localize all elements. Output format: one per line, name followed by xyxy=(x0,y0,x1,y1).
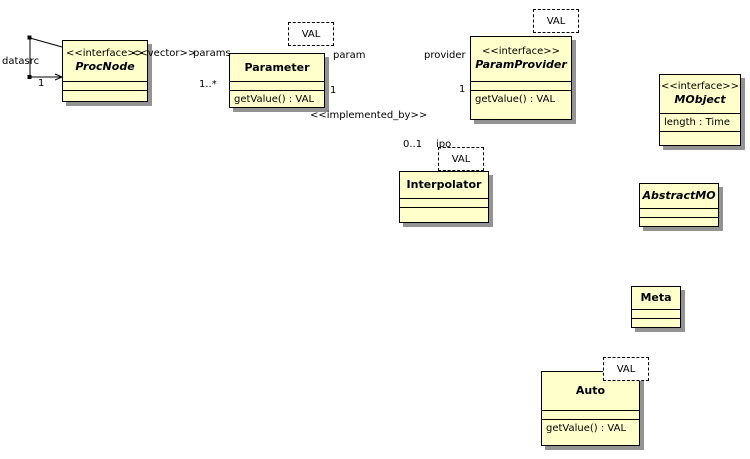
class-header-paramprovider: <<interface>> ParamProvider xyxy=(471,37,571,81)
edge-label-param-multiplicity: 1 xyxy=(330,85,337,96)
class-name: Parameter xyxy=(244,60,310,74)
edge-label-params: params xyxy=(193,48,231,59)
class-operations-compartment: getValue() : VAL xyxy=(542,419,639,437)
edge-label-ipo-multiplicity: 0..1 xyxy=(403,139,423,150)
class-operations-compartment xyxy=(63,90,147,99)
class-node-parameter[interactable]: Parameter getValue() : VAL xyxy=(229,53,325,108)
template-parameter-auto: VAL xyxy=(603,357,649,381)
class-operations-compartment xyxy=(632,318,680,327)
class-node-procnode[interactable]: <<interface>> ProcNode xyxy=(62,40,148,102)
template-parameter-parameter: VAL xyxy=(288,22,334,46)
class-header-parameter: Parameter xyxy=(230,54,324,81)
class-name: ProcNode xyxy=(75,60,135,73)
class-attributes-compartment xyxy=(471,81,571,90)
class-attributes-compartment xyxy=(63,81,147,90)
class-name: Auto xyxy=(575,384,606,397)
class-attributes-compartment: length : Time xyxy=(660,113,740,131)
class-stereotype: <<interface>> xyxy=(660,81,740,92)
class-node-meta[interactable]: Meta xyxy=(631,286,681,328)
edge-label-vector-stereotype: <<vector>> xyxy=(131,48,197,59)
class-header-procnode: <<interface>> ProcNode xyxy=(63,41,147,81)
class-attributes-compartment xyxy=(542,410,639,419)
class-name: Meta xyxy=(640,291,672,304)
class-node-abstractmo[interactable]: AbstractMO xyxy=(639,183,719,227)
class-name: MObject xyxy=(674,93,726,106)
class-attributes-compartment xyxy=(632,309,680,318)
class-stereotype: <<interface>> xyxy=(481,46,561,57)
class-header-abstractmo: AbstractMO xyxy=(640,184,718,208)
class-name: Interpolator xyxy=(406,178,482,191)
class-node-paramprovider[interactable]: <<interface>> ParamProvider getValue() :… xyxy=(470,36,572,120)
class-operations-compartment xyxy=(660,131,740,140)
edge-label-ipo: ipo xyxy=(436,139,452,150)
edge-label-implemented-by: <<implemented_by>> xyxy=(310,110,428,121)
class-node-interpolator[interactable]: Interpolator xyxy=(399,171,489,223)
edge-label-provider-multiplicity: 1 xyxy=(459,84,466,95)
edge-label-param: param xyxy=(333,50,366,61)
template-parameter-paramprovider: VAL xyxy=(533,9,579,33)
class-name: AbstractMO xyxy=(642,189,716,202)
class-attributes-compartment xyxy=(400,198,488,207)
class-node-auto[interactable]: Auto getValue() : VAL xyxy=(541,371,640,446)
edge-label-datasrc: datasrc xyxy=(2,56,40,67)
class-operations-compartment: getValue() : VAL xyxy=(471,90,571,108)
class-stereotype: <<interface>> xyxy=(65,48,145,59)
class-header-mobject: <<interface>> MObject xyxy=(660,75,740,113)
class-node-mobject[interactable]: <<interface>> MObject length : Time xyxy=(659,74,741,146)
class-operations-compartment: getValue() : VAL xyxy=(230,90,324,108)
class-header-interpolator: Interpolator xyxy=(400,172,488,198)
template-parameter-interpolator: VAL xyxy=(438,147,484,171)
class-header-meta: Meta xyxy=(632,287,680,309)
class-name: ParamProvider xyxy=(475,58,567,71)
class-operations-compartment xyxy=(640,217,718,226)
class-attributes-compartment xyxy=(230,81,324,90)
edge-label-datasrc-multiplicity: 1 xyxy=(38,78,45,89)
class-header-auto: Auto xyxy=(542,372,639,410)
class-operations-compartment xyxy=(400,207,488,216)
edge-label-params-multiplicity: 1..* xyxy=(199,79,217,90)
edge-label-provider: provider xyxy=(424,50,466,61)
class-attributes-compartment xyxy=(640,208,718,217)
